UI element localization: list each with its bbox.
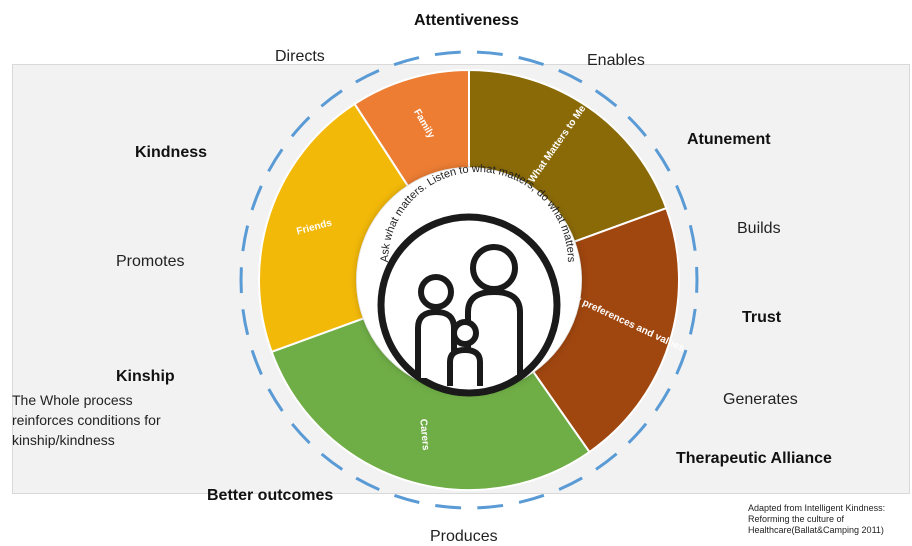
cycle-arrow-dash xyxy=(243,309,248,334)
whole-process-note: The Whole process reinforces conditions … xyxy=(12,390,172,450)
cycle-arrow-dash xyxy=(435,505,461,507)
cycle-arrow-dash xyxy=(690,309,695,334)
label-kinship: Kinship xyxy=(116,368,175,386)
cycle-arrow-dash xyxy=(394,58,419,65)
label-enables: Enables xyxy=(587,52,645,70)
label-promotes: Promotes xyxy=(116,253,184,271)
cycle-arrow-dash xyxy=(322,454,343,470)
cycle-arrow-dash xyxy=(252,186,261,210)
cycle-arrow-dash xyxy=(292,424,309,443)
cycle-arrow-dash xyxy=(656,389,670,411)
label-better-outcomes: Better outcomes xyxy=(207,487,333,505)
label-directs: Directs xyxy=(275,48,325,66)
label-atunement: Atunement xyxy=(687,131,771,149)
cycle-arrow-dash xyxy=(477,505,503,507)
cycle-arrow-dash xyxy=(596,454,617,470)
cycle-arrow-dash xyxy=(628,117,645,136)
cycle-arrow-dash xyxy=(292,117,309,136)
cycle-arrow-dash xyxy=(559,478,582,490)
cycle-arrow-dash xyxy=(596,90,617,106)
label-builds: Builds xyxy=(737,220,781,238)
cycle-arrow-dash xyxy=(690,225,695,250)
cycle-arrow-dash xyxy=(519,495,544,502)
cycle-arrow-dash xyxy=(677,186,686,210)
label-generates: Generates xyxy=(723,391,798,409)
cycle-arrow-dash xyxy=(656,149,670,171)
cycle-arrow-dash xyxy=(435,52,461,54)
cycle-arrow-dash xyxy=(559,70,582,82)
source-credit: Adapted from Intelligent Kindness: Refor… xyxy=(748,503,912,536)
cycle-arrow-dash xyxy=(252,350,261,374)
label-produces: Produces xyxy=(430,528,498,546)
cycle-arrow-dash xyxy=(356,71,379,83)
cycle-arrow-dash xyxy=(243,226,248,251)
label-therapeutic-alliance: Therapeutic Alliance xyxy=(676,450,832,468)
cycle-arrow-dash xyxy=(519,57,544,64)
cycle-arrow-dash xyxy=(629,424,646,443)
label-trust: Trust xyxy=(742,309,781,327)
cycle-arrow-dash xyxy=(477,52,503,54)
label-kindness: Kindness xyxy=(135,144,207,162)
cycle-arrow-dash xyxy=(356,478,379,490)
cycle-arrow-dash xyxy=(394,495,419,502)
cycle-arrow-dash xyxy=(321,91,342,107)
cycle-arrow-dash xyxy=(269,149,283,171)
cycle-arrow-dash xyxy=(269,389,283,411)
label-attentiveness: Attentiveness xyxy=(414,12,519,30)
